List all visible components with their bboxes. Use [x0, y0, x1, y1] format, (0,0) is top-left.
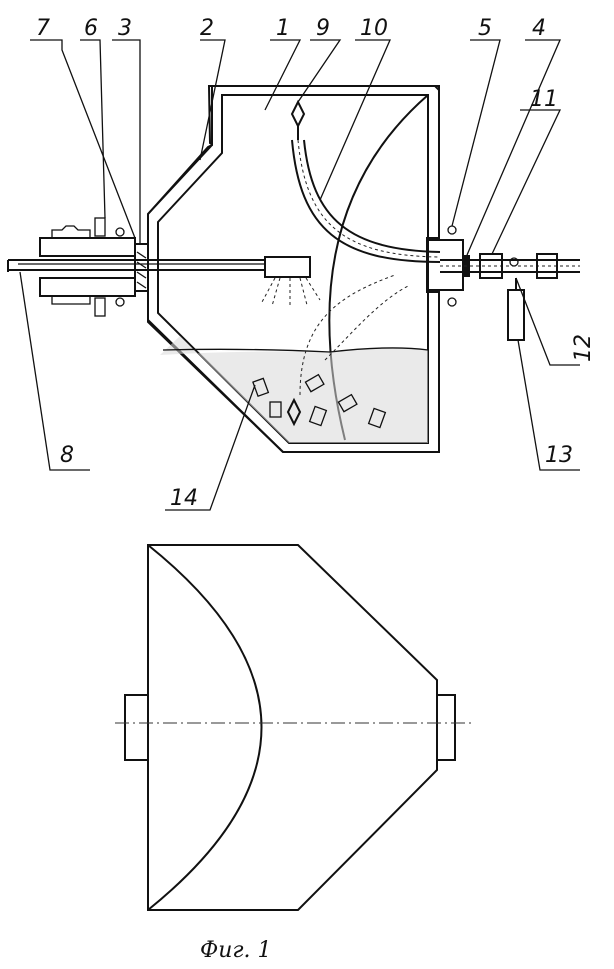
spray-jets: [262, 278, 320, 308]
seal-top: [116, 228, 124, 236]
label-10: 10: [360, 16, 388, 41]
seal-bottom: [116, 298, 124, 306]
pipe-inner: [304, 140, 440, 252]
pipe-outer: [292, 140, 440, 262]
collar-6-top: [95, 218, 105, 236]
seal-5-top: [448, 226, 456, 234]
seal-5-bottom: [448, 298, 456, 306]
nozzle-block: [265, 257, 310, 277]
bearing-housing-top: [40, 238, 135, 256]
left-stub: [125, 695, 148, 760]
label-5: 5: [478, 16, 492, 41]
side-outline: [148, 545, 437, 910]
label-13: 13: [545, 443, 573, 468]
nozzle-9: [292, 102, 304, 126]
label-8: 8: [60, 443, 74, 468]
label-1: 1: [276, 16, 290, 41]
charge-bed: [160, 336, 428, 443]
label-6: 6: [84, 16, 98, 41]
weight-13: [508, 290, 524, 340]
label-2: 2: [200, 16, 214, 41]
figure-caption: Фиг. 1: [200, 938, 272, 963]
vessel-side-view: [115, 545, 475, 910]
side-arc: [148, 545, 262, 910]
label-14: 14: [170, 486, 198, 511]
right-hub: [427, 240, 463, 290]
label-11: 11: [530, 87, 558, 112]
label-3: 3: [118, 16, 132, 41]
label-12: 12: [571, 334, 596, 362]
label-9: 9: [316, 16, 330, 41]
collar-6-bottom: [95, 298, 105, 316]
label-7: 7: [36, 16, 50, 41]
gear-teeth: [52, 226, 90, 238]
label-4: 4: [532, 16, 546, 41]
bearing-housing-bottom: [40, 278, 135, 296]
right-shaft-assembly: [427, 226, 580, 340]
gear-lower: [52, 296, 90, 304]
right-stub: [437, 695, 455, 760]
left-shaft-assembly: [8, 218, 320, 316]
